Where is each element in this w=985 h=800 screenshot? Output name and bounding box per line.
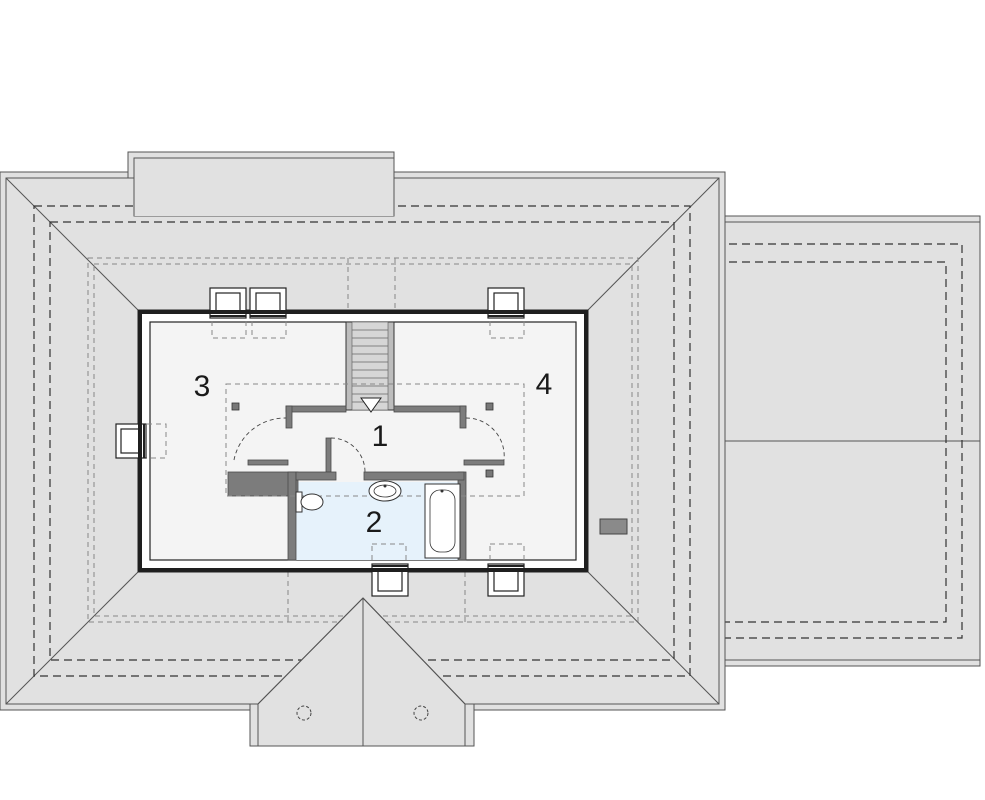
toilet-icon bbox=[295, 491, 324, 513]
room-label-3: 3 bbox=[194, 370, 211, 403]
room-label-1: 1 bbox=[372, 420, 389, 453]
chimney-icon bbox=[599, 518, 628, 535]
downspout-icon bbox=[413, 705, 429, 721]
top-porch-roof bbox=[127, 151, 395, 217]
garage-roof bbox=[587, 215, 981, 667]
washbasin-icon bbox=[368, 480, 402, 502]
downspout-icon bbox=[296, 705, 312, 721]
room-label-4: 4 bbox=[536, 368, 553, 401]
bathtub-icon bbox=[424, 483, 461, 559]
posts bbox=[231, 402, 494, 478]
stair-arrow-icon bbox=[360, 397, 382, 413]
room-label-2: 2 bbox=[366, 506, 383, 539]
entrance-roof bbox=[249, 597, 475, 747]
staircase bbox=[345, 321, 395, 413]
partition-walls bbox=[227, 405, 505, 561]
door-swings bbox=[233, 417, 505, 473]
